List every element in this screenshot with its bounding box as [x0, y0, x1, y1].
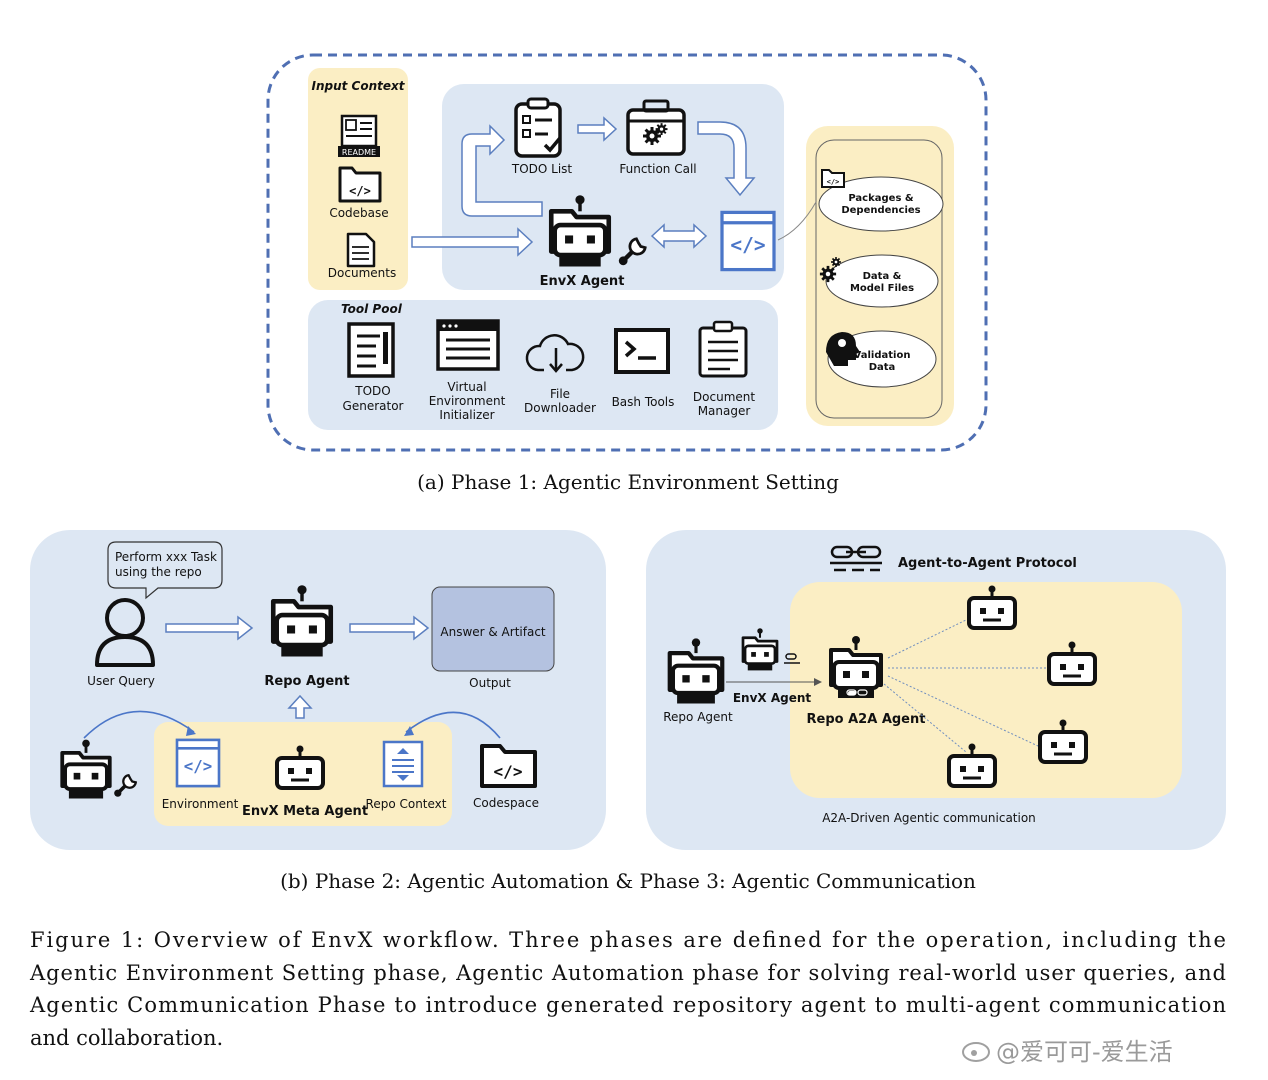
svg-text:</>: </> [827, 178, 840, 186]
code-window-icon [720, 210, 776, 272]
bubble-line2: using the repo [115, 565, 202, 579]
repo-context-label: Repo Context [366, 797, 447, 811]
agent-code-double-arrow [650, 223, 708, 249]
figure-caption-line4: and collaboration. [30, 1026, 223, 1050]
figure-caption-line2: Agentic Environment Setting phase, Agent… [29, 961, 1226, 985]
caption-b: (b) Phase 2: Agentic Automation & Phase … [280, 869, 976, 893]
bash-icon [614, 328, 670, 374]
file-dl-line2: Downloader [524, 401, 596, 415]
caption-a: (a) Phase 1: Agentic Environment Setting [417, 470, 839, 494]
codespace-to-context-curve [405, 711, 501, 739]
folder-code-icon: </> [821, 169, 845, 188]
readme-label: README [342, 148, 376, 157]
code-folder-icon: </> [338, 166, 382, 203]
packages-label-line2: Dependencies [841, 205, 920, 216]
data-label-line2: Model Files [850, 283, 914, 294]
a2a-comm-label: A2A-Driven Agentic communication [822, 811, 1036, 825]
todo-list-icon [514, 97, 562, 158]
todo-to-function-arrow [577, 116, 618, 142]
phase3-repo-agent-label: Repo Agent [663, 710, 733, 724]
environment-inner-border [815, 139, 943, 419]
head-gear-icon [826, 332, 860, 366]
environment-code-icon [175, 738, 221, 788]
readme-icon [338, 114, 380, 157]
query-to-agent-arrow [165, 615, 254, 641]
data-label-line1: Data & [863, 271, 902, 282]
documents-label: Documents [328, 266, 396, 280]
doc-mgr-line2: Manager [698, 404, 751, 418]
a2a-connection-lines [883, 619, 1046, 753]
repo-a2a-link-icon [846, 689, 868, 696]
svg-text:</>: </> [349, 184, 371, 198]
agent-to-output-arrow [349, 615, 430, 641]
venv-line3: Initializer [439, 408, 494, 422]
venv-line2: Environment [429, 394, 506, 408]
svg-text:</>: </> [494, 762, 523, 781]
phase3-envx-agent-label: EnvX Agent [733, 691, 812, 705]
query-speech-bubble [107, 541, 223, 600]
protocol-label: Agent-to-Agent Protocol [898, 556, 1077, 571]
cloud-download-icon [525, 334, 585, 373]
terminal-window-icon [436, 319, 500, 371]
watermark-text: @爱可可-爱生活 [996, 1038, 1173, 1066]
figure-caption-line3: Agentic Communication Phase to introduce… [29, 993, 1226, 1017]
envx-agent-small-link-icon [784, 653, 800, 664]
validation-label-line2: Data [869, 362, 896, 373]
envx-to-env-curve [83, 710, 195, 739]
protocol-icon [830, 545, 882, 572]
meta-agent-label: EnvX Meta Agent [242, 804, 368, 819]
codespace-to-context-arrowhead [404, 726, 414, 736]
repo-agent-label: Repo Agent [264, 674, 349, 689]
envx-to-a2a-arrowhead [814, 678, 822, 686]
validation-label-line1: Validation [854, 350, 911, 361]
toolbox-icon [626, 99, 686, 156]
codespace-label: Codespace [473, 796, 539, 810]
output-label: Output [469, 676, 511, 690]
code-to-env-connector [777, 201, 817, 241]
answer-label: Answer & Artifact [440, 625, 546, 639]
file-dl-line1: File [550, 387, 570, 401]
user-icon [95, 598, 155, 667]
input-context-title: Input Context [312, 79, 406, 93]
user-query-label: User Query [87, 674, 155, 688]
bubble-line1: Perform xxx Task [115, 550, 217, 564]
clipboard-icon [698, 320, 748, 378]
phase1-dashed-border [266, 53, 988, 452]
function-call-label: Function Call [619, 162, 696, 176]
todo-generator-icon [347, 322, 395, 378]
data-files-ellipse [825, 254, 939, 308]
repo-context-icon [382, 740, 424, 788]
todo-gen-line1: TODO [354, 384, 390, 398]
packages-ellipse [818, 176, 944, 232]
codespace-folder-icon: </> [480, 744, 537, 788]
input-arrow [411, 227, 534, 257]
environment-label: Environment [162, 797, 239, 811]
tool-pool-title: Tool Pool [341, 302, 403, 316]
document-icon [346, 232, 376, 268]
function-to-code-arrow [697, 121, 756, 197]
todo-list-label: TODO List [511, 162, 573, 176]
venv-line1: Virtual [447, 380, 486, 394]
watermark-logo-icon [962, 1042, 990, 1062]
packages-label-line1: Packages & [848, 193, 914, 204]
repo-a2a-label: Repo A2A Agent [807, 712, 926, 727]
doc-mgr-line1: Document [693, 390, 755, 404]
envx-to-env-arrowhead [186, 726, 196, 736]
figure-caption-line1: Figure 1: Overview of EnvX workflow. Thr… [30, 928, 1226, 952]
loop-arrow-up [461, 124, 543, 217]
codebase-label: Codebase [329, 206, 388, 220]
envx-agent-label: EnvX Agent [540, 274, 625, 289]
bash-tools-label: Bash Tools [612, 395, 675, 409]
todo-gen-line2: Generator [343, 399, 404, 413]
answer-artifact-box [431, 586, 555, 672]
meta-to-agent-up-arrow [287, 694, 313, 719]
